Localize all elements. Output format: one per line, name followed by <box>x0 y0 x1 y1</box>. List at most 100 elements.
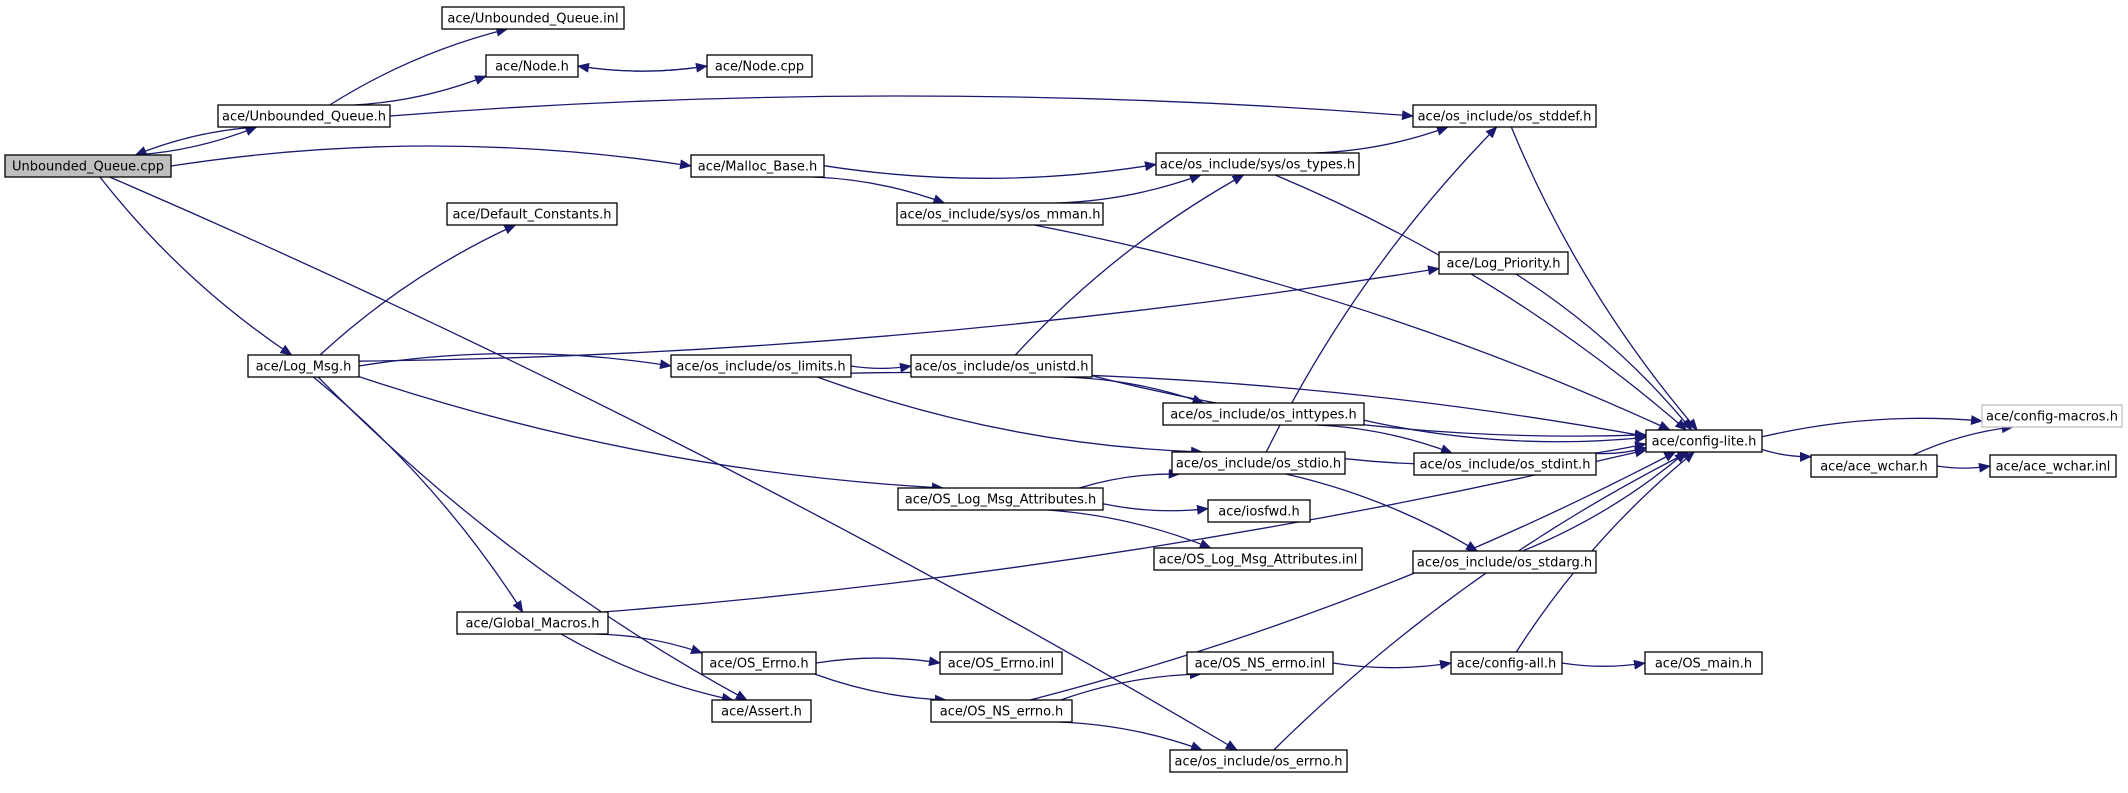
node-os_stdio[interactable]: ace/os_include/os_stdio.h <box>1171 451 1346 475</box>
edge-os_inttypes-to-config_lite <box>1363 419 1647 444</box>
node-uq_inl[interactable]: ace/Unbounded_Queue.inl <box>441 6 625 30</box>
node-box-node_cpp[interactable] <box>706 54 813 78</box>
node-box-log_msg[interactable] <box>247 354 360 378</box>
node-malloc_base[interactable]: ace/Malloc_Base.h <box>690 154 825 178</box>
node-os_limits[interactable]: ace/os_include/os_limits.h <box>670 354 852 378</box>
node-os_errno_h[interactable]: ace/OS_Errno.h <box>701 651 817 675</box>
node-box-os_limits[interactable] <box>670 354 852 378</box>
edge-log_msg-to-global_macros <box>312 376 524 613</box>
node-box-os_stddef[interactable] <box>1412 104 1597 128</box>
node-os_unistd[interactable]: ace/os_include/os_unistd.h <box>910 354 1093 378</box>
node-box-os_types[interactable] <box>1155 152 1360 176</box>
node-config_lite[interactable]: ace/config-lite.h <box>1645 429 1763 453</box>
node-label-os_log_attr_inl: ace/OS_Log_Msg_Attributes.inl <box>1159 553 1358 568</box>
node-box-os_mman[interactable] <box>896 202 1104 226</box>
node-default_constants[interactable]: ace/Default_Constants.h <box>446 202 618 226</box>
node-box-assert_h[interactable] <box>711 699 812 723</box>
node-label-uq_inl: ace/Unbounded_Queue.inl <box>447 12 618 27</box>
node-box-ace_wchar_h[interactable] <box>1810 454 1938 478</box>
edge-uq_h-to-root <box>134 126 257 156</box>
node-box-os_unistd[interactable] <box>910 354 1093 378</box>
node-box-ace_wchar_inl[interactable] <box>1989 454 2117 478</box>
node-os_errno_inl[interactable]: ace/OS_Errno.inl <box>939 651 1063 675</box>
node-node_cpp[interactable]: ace/Node.cpp <box>706 54 813 78</box>
edge-os_ns_errno_inl-to-config_all <box>1332 659 1452 670</box>
node-os_mman[interactable]: ace/os_include/sys/os_mman.h <box>896 202 1104 226</box>
edge-os_limits-to-os_stdio <box>817 376 1204 457</box>
node-ace_wchar_inl[interactable]: ace/ace_wchar.inl <box>1989 454 2117 478</box>
node-box-os_errno_inc[interactable] <box>1169 749 1348 773</box>
node-os_stdint[interactable]: ace/os_include/os_stdint.h <box>1413 452 1597 476</box>
node-os_ns_errno_inl[interactable]: ace/OS_NS_errno.inl <box>1186 651 1334 675</box>
node-box-root[interactable] <box>4 154 172 178</box>
node-label-os_ns_errno_inl: ace/OS_NS_errno.inl <box>1195 657 1326 672</box>
node-label-os_errno_inc: ace/os_include/os_errno.h <box>1175 755 1343 770</box>
edge-uq_h-to-node_h <box>354 75 487 106</box>
node-box-global_macros[interactable] <box>456 611 609 635</box>
node-label-os_stdio: ace/os_include/os_stdio.h <box>1176 457 1341 472</box>
node-os_main[interactable]: ace/OS_main.h <box>1644 651 1763 675</box>
node-box-os_stdio[interactable] <box>1171 451 1346 475</box>
node-box-config_macros[interactable] <box>1981 404 2123 428</box>
edge-node_cpp-to-node_h <box>577 62 708 73</box>
node-label-iosfwd: ace/iosfwd.h <box>1218 505 1299 520</box>
edge-os_limits-to-os_unistd <box>850 362 912 373</box>
node-ace_wchar_h[interactable]: ace/ace_wchar.h <box>1810 454 1938 478</box>
node-box-iosfwd[interactable] <box>1207 499 1311 523</box>
node-box-log_priority[interactable] <box>1438 251 1569 275</box>
node-box-os_ns_errno_inl[interactable] <box>1186 651 1334 675</box>
node-box-config_all[interactable] <box>1450 651 1563 675</box>
node-label-os_mman: ace/os_include/sys/os_mman.h <box>900 208 1101 223</box>
node-box-node_h[interactable] <box>485 54 579 78</box>
edge-config_lite-to-ace_wchar_h <box>1761 448 1812 462</box>
node-label-os_stddef: ace/os_include/os_stddef.h <box>1418 110 1592 125</box>
node-log_priority[interactable]: ace/Log_Priority.h <box>1438 251 1569 275</box>
node-os_log_attr[interactable]: ace/OS_Log_Msg_Attributes.h <box>897 487 1104 511</box>
node-box-os_stdarg[interactable] <box>1412 550 1597 574</box>
node-box-os_stdint[interactable] <box>1413 452 1597 476</box>
node-config_macros[interactable]: ace/config-macros.h <box>1981 404 2123 428</box>
node-node_h[interactable]: ace/Node.h <box>485 54 579 78</box>
node-box-config_lite[interactable] <box>1645 429 1763 453</box>
node-root[interactable]: Unbounded_Queue.cpp <box>4 154 172 178</box>
node-os_stdarg[interactable]: ace/os_include/os_stdarg.h <box>1412 550 1597 574</box>
node-os_log_attr_inl[interactable]: ace/OS_Log_Msg_Attributes.inl <box>1153 547 1363 571</box>
node-box-os_errno_inl[interactable] <box>939 651 1063 675</box>
node-box-os_main[interactable] <box>1644 651 1763 675</box>
node-box-os_log_attr_inl[interactable] <box>1153 547 1363 571</box>
node-box-malloc_base[interactable] <box>690 154 825 178</box>
node-global_macros[interactable]: ace/Global_Macros.h <box>456 611 609 635</box>
edge-log_msg-to-log_priority <box>358 265 1440 362</box>
node-os_ns_errno_h[interactable]: ace/OS_NS_errno.h <box>930 699 1073 723</box>
edge-layer <box>99 26 2014 751</box>
edge-log_msg-to-os_log_attr <box>358 375 944 493</box>
node-box-uq_inl[interactable] <box>441 6 625 30</box>
edge-os_types-to-os_stddef <box>1314 126 1449 154</box>
node-os_errno_inc[interactable]: ace/os_include/os_errno.h <box>1169 749 1348 773</box>
node-label-node_h: ace/Node.h <box>495 60 569 75</box>
node-assert_h[interactable]: ace/Assert.h <box>711 699 812 723</box>
node-label-os_log_attr: ace/OS_Log_Msg_Attributes.h <box>905 493 1096 508</box>
node-os_inttypes[interactable]: ace/os_include/os_inttypes.h <box>1162 402 1365 426</box>
node-box-os_ns_errno_h[interactable] <box>930 699 1073 723</box>
node-box-os_log_attr[interactable] <box>897 487 1104 511</box>
edge-root-to-uq_h <box>135 126 258 156</box>
node-box-default_constants[interactable] <box>446 202 618 226</box>
node-box-uq_h[interactable] <box>217 104 391 128</box>
edge-config_all-to-os_main <box>1561 659 1646 670</box>
edge-ace_wchar_h-to-config_macros <box>1912 423 2014 456</box>
node-iosfwd[interactable]: ace/iosfwd.h <box>1207 499 1311 523</box>
node-box-os_inttypes[interactable] <box>1162 402 1365 426</box>
node-log_msg[interactable]: ace/Log_Msg.h <box>247 354 360 378</box>
node-label-os_errno_inl: ace/OS_Errno.inl <box>948 657 1054 672</box>
node-box-os_errno_h[interactable] <box>701 651 817 675</box>
edge-os_unistd-to-os_inttypes <box>1061 376 1205 405</box>
node-os_stddef[interactable]: ace/os_include/os_stddef.h <box>1412 104 1597 128</box>
node-os_types[interactable]: ace/os_include/sys/os_types.h <box>1155 152 1360 176</box>
edge-uq_h-to-os_stddef <box>389 95 1414 121</box>
node-label-node_cpp: ace/Node.cpp <box>715 60 804 75</box>
node-uq_h[interactable]: ace/Unbounded_Queue.h <box>217 104 391 128</box>
edge-root-to-log_msg <box>99 176 293 356</box>
node-config_all[interactable]: ace/config-all.h <box>1450 651 1563 675</box>
